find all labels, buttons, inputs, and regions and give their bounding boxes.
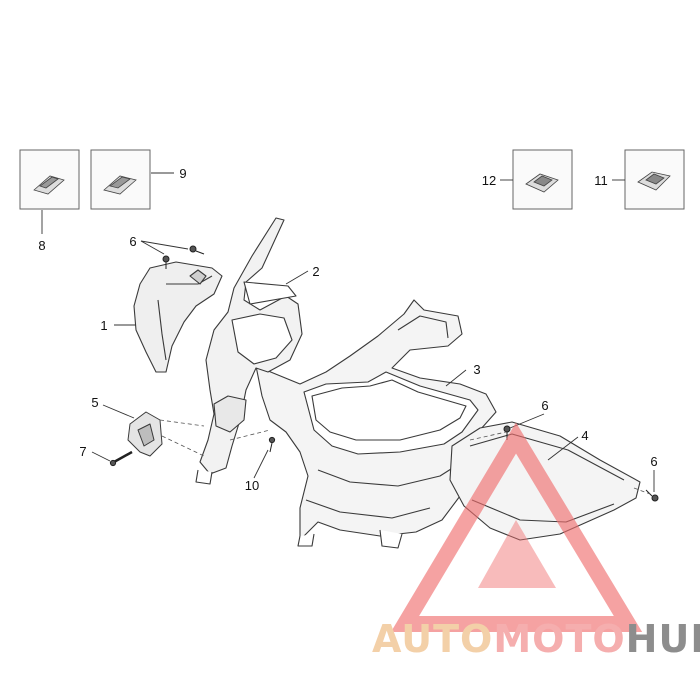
- callout-4: 4: [581, 428, 588, 443]
- left-panel-1: [133, 261, 223, 373]
- watermark-moto: MOTO: [493, 617, 625, 661]
- screw-icon: [162, 255, 170, 269]
- screws: [109, 245, 659, 502]
- callout-11: 11: [594, 173, 608, 188]
- screw-icon: [503, 425, 511, 440]
- watermark-hub: HUB: [626, 617, 700, 661]
- clip-icon: [103, 175, 137, 195]
- callout-12: 12: [482, 173, 496, 188]
- callout-6c: 6: [650, 454, 657, 469]
- inset-box-11: [624, 149, 685, 210]
- bracket-5: [127, 411, 163, 457]
- inset-box-9: [90, 149, 151, 210]
- inset-box-8: [19, 149, 80, 210]
- callout-8: 8: [38, 238, 45, 253]
- callout-2: 2: [312, 264, 319, 279]
- body-panel-3: [255, 299, 497, 549]
- callout-3: 3: [473, 362, 480, 377]
- screw-icon: [268, 436, 276, 453]
- assembly-lines: [159, 419, 651, 495]
- callout-5: 5: [91, 395, 98, 410]
- screw-icon: [645, 489, 659, 502]
- callout-6b: 6: [541, 398, 548, 413]
- inset-box-12: [512, 149, 573, 210]
- screw-icon: [189, 245, 205, 255]
- inner-shield-2: [195, 217, 303, 485]
- callout-7: 7: [79, 444, 86, 459]
- callout-1: 1: [100, 318, 107, 333]
- clip-icon: [525, 173, 559, 193]
- triangle-logo-icon: [390, 422, 643, 632]
- callout-10: 10: [245, 478, 259, 493]
- callout-6a: 6: [129, 234, 136, 249]
- clip-icon: [33, 175, 65, 195]
- watermark-auto: AUTO: [372, 617, 493, 661]
- watermark-text: AUTOMOTOHUB: [372, 617, 700, 661]
- watermark-logo: AUTOMOTOHUB: [372, 422, 700, 661]
- callout-9: 9: [179, 166, 186, 181]
- screw-icon: [109, 450, 133, 467]
- clip-icon: [637, 171, 671, 191]
- callout-labels: 8 9 12 11 6 1 2 3 6 4 6 5 7 10: [38, 166, 657, 493]
